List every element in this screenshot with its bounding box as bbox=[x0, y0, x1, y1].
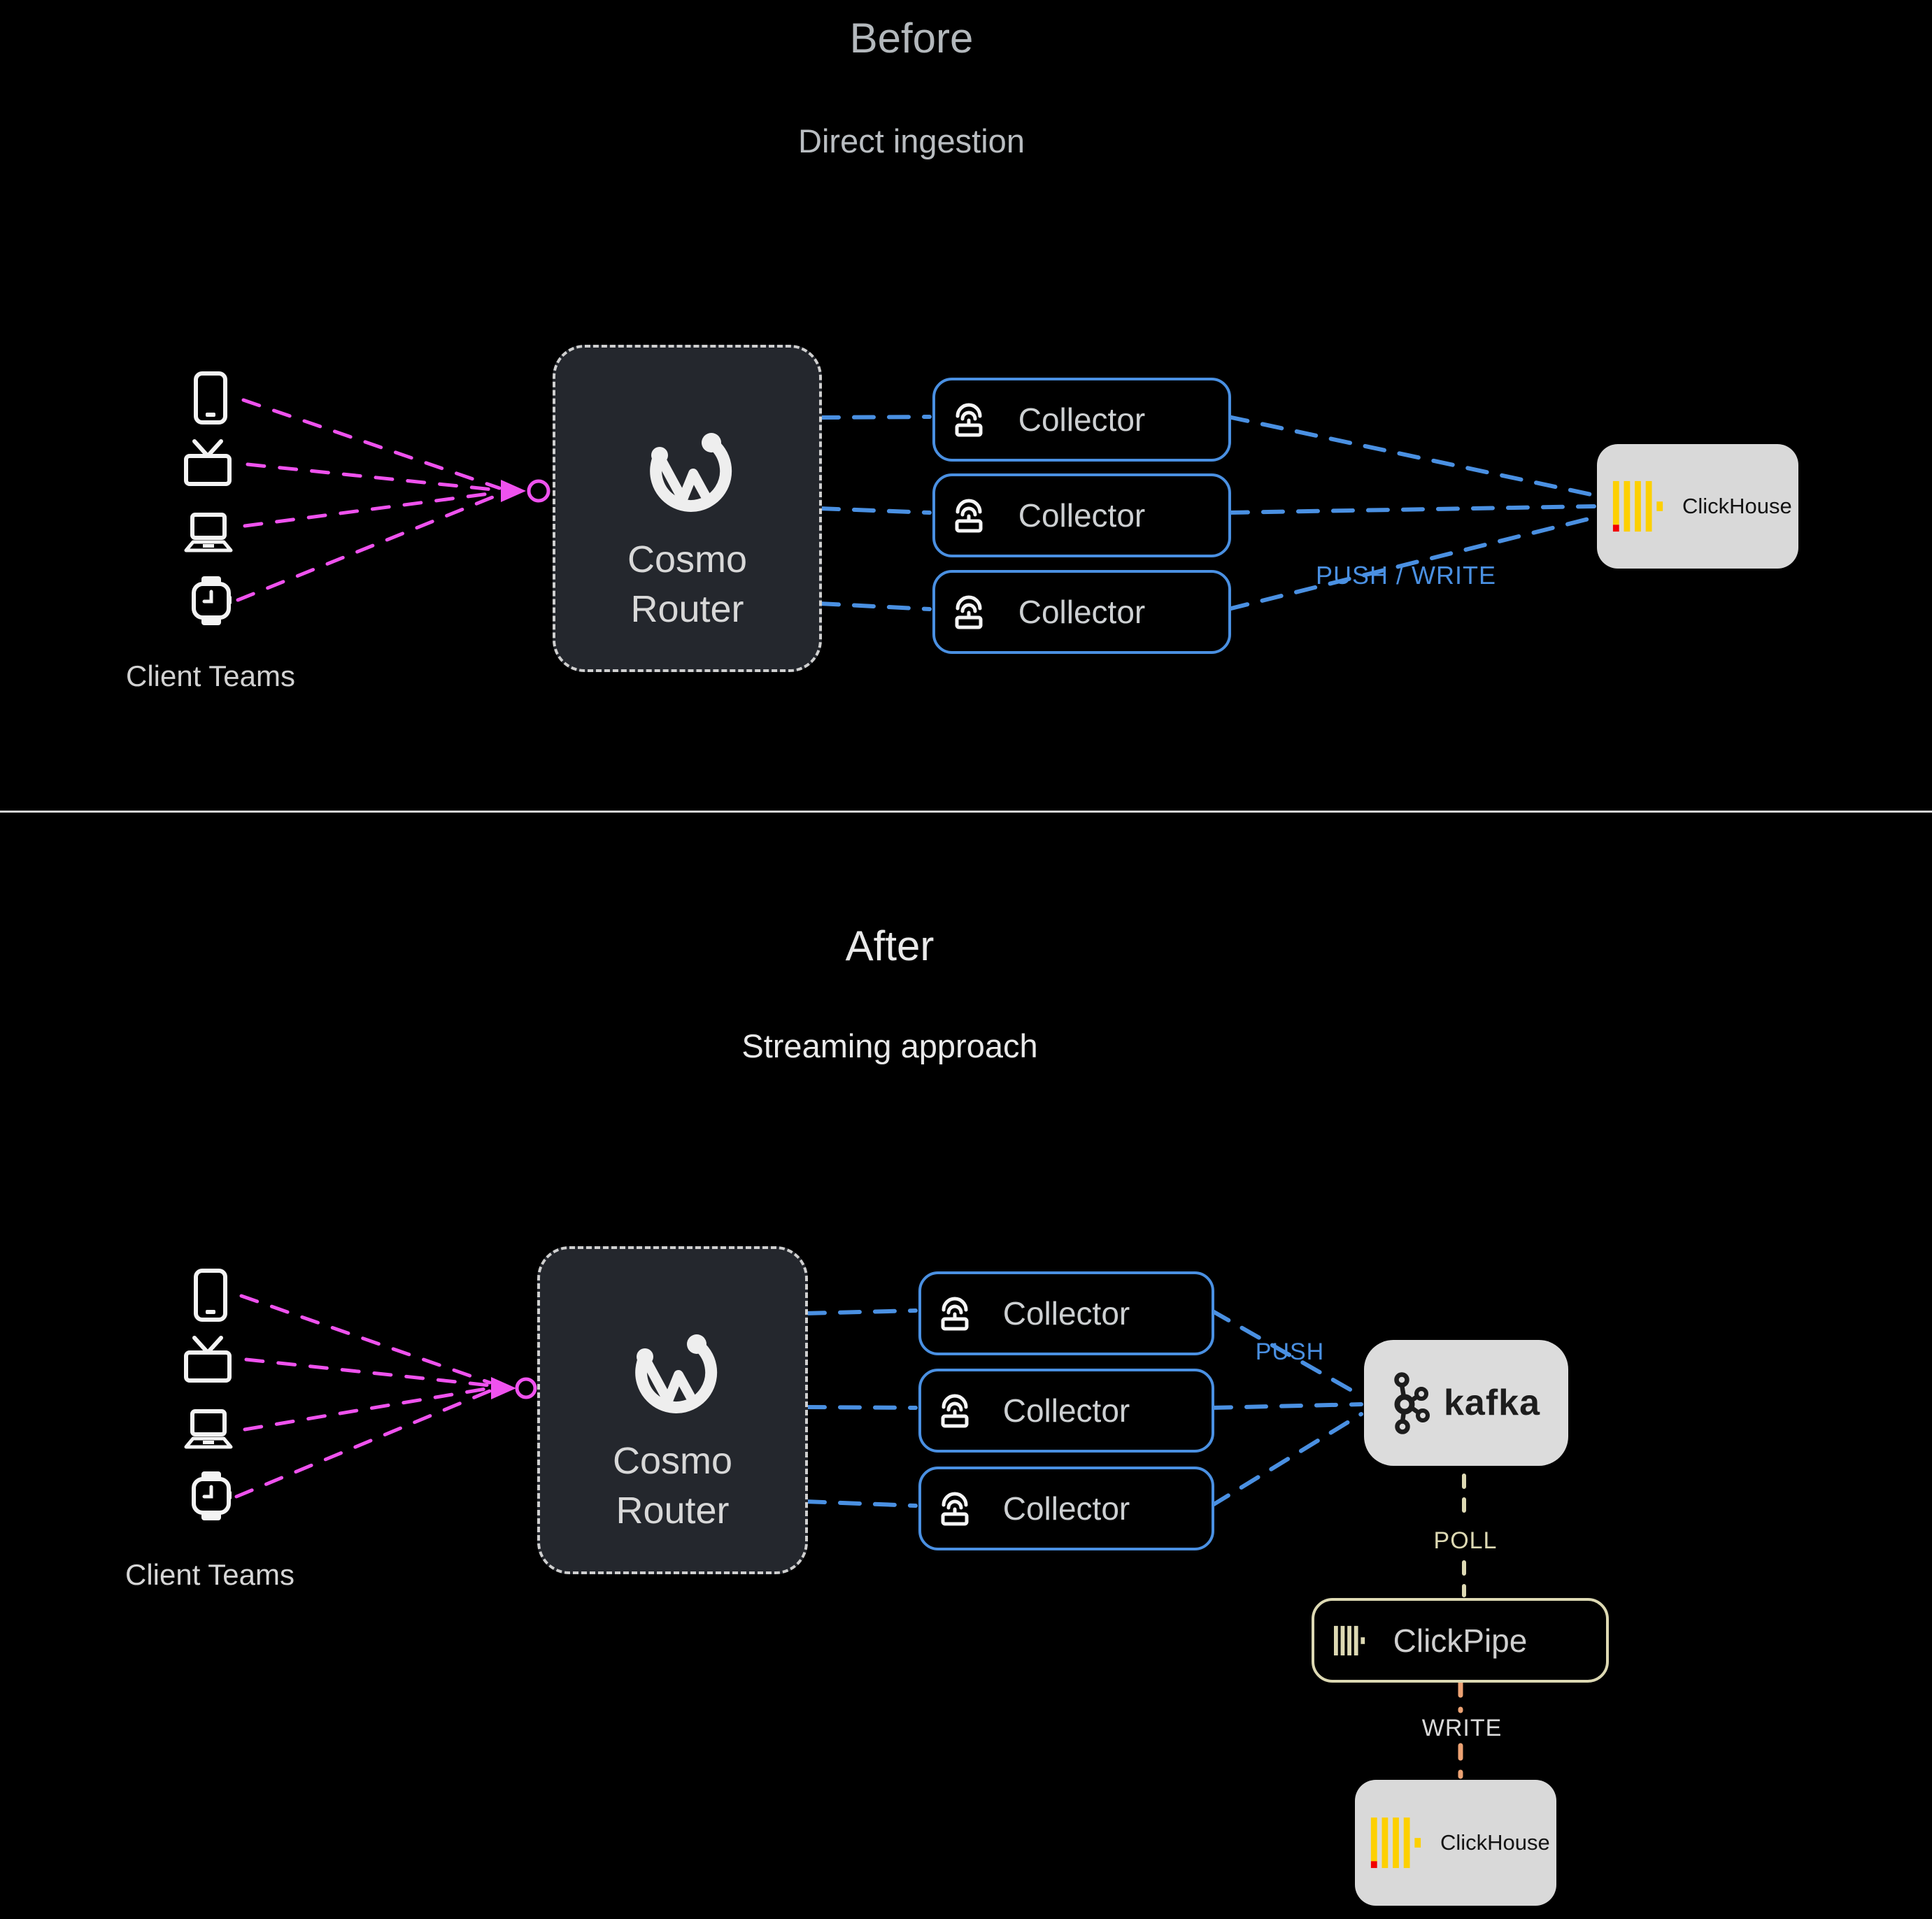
router-label: Cosmo Router bbox=[555, 535, 819, 635]
before-router-collector-edges bbox=[817, 415, 932, 611]
after-title: After bbox=[845, 922, 935, 969]
router-label: Cosmo Router bbox=[540, 1436, 805, 1536]
collector-label: Collector bbox=[1018, 401, 1146, 438]
after-collector-node-1: Collector bbox=[918, 1271, 1214, 1355]
before-client-edges bbox=[236, 398, 502, 602]
collector-label: Collector bbox=[1018, 497, 1146, 534]
after-clickhouse-node: ClickHouse bbox=[1355, 1780, 1556, 1906]
before-clickhouse-node: ClickHouse bbox=[1597, 444, 1798, 569]
clickhouse-label: ClickHouse bbox=[1440, 1830, 1550, 1855]
collector-antenna-icon bbox=[941, 1492, 969, 1526]
after-client-teams-label: Client Teams bbox=[125, 1558, 294, 1591]
kafka-logo-icon bbox=[1394, 1371, 1430, 1434]
collector-label: Collector bbox=[1002, 1392, 1130, 1429]
clickhouse-logo-icon bbox=[1612, 480, 1663, 532]
clickpipe-label: ClickPipe bbox=[1393, 1622, 1528, 1659]
laptop-icon bbox=[184, 1409, 233, 1449]
section-divider bbox=[0, 811, 1932, 813]
after-collector-node-3: Collector bbox=[918, 1467, 1214, 1550]
collector-antenna-icon bbox=[941, 1394, 969, 1428]
after-poll-label: POLL bbox=[1433, 1527, 1498, 1554]
smartphone-icon bbox=[194, 1269, 227, 1322]
before-subtitle: Direct ingestion bbox=[798, 122, 1025, 159]
collector-label: Collector bbox=[1002, 1490, 1130, 1527]
before-collector-node-2: Collector bbox=[932, 473, 1231, 557]
smartphone-icon bbox=[194, 371, 227, 425]
kafka-node: kafka bbox=[1364, 1340, 1568, 1466]
after-cosmo-router-node: Cosmo Router bbox=[537, 1246, 808, 1574]
before-title: Before bbox=[849, 15, 974, 62]
smartwatch-icon bbox=[192, 576, 232, 625]
after-subtitle: Streaming approach bbox=[741, 1027, 1038, 1064]
kafka-label: kafka bbox=[1444, 1383, 1540, 1423]
router-label-line2: Router bbox=[616, 1490, 730, 1532]
smartwatch-icon bbox=[192, 1471, 232, 1520]
tv-icon bbox=[184, 1336, 232, 1383]
before-push-write-label: PUSH / WRITE bbox=[1315, 561, 1497, 590]
clickhouse-label: ClickHouse bbox=[1682, 494, 1792, 518]
cosmo-logo-icon bbox=[649, 433, 732, 512]
collector-antenna-icon bbox=[955, 499, 983, 533]
cosmo-logo-icon bbox=[634, 1334, 717, 1413]
before-collector-clickhouse-edges bbox=[1226, 415, 1596, 611]
after-loop-icon bbox=[515, 1377, 537, 1399]
router-label-line2: Router bbox=[630, 588, 744, 631]
before-collector-node-3: Collector bbox=[932, 570, 1231, 654]
after-arrowhead-icon bbox=[491, 1377, 516, 1399]
router-label-line1: Cosmo bbox=[627, 538, 748, 580]
router-label-line1: Cosmo bbox=[612, 1440, 733, 1482]
before-loop-icon bbox=[527, 479, 551, 503]
tv-icon bbox=[184, 439, 232, 486]
after-push-label: PUSH bbox=[1255, 1339, 1325, 1365]
before-arrowhead-icon bbox=[501, 480, 526, 502]
collector-antenna-icon bbox=[955, 403, 983, 437]
before-cosmo-router-node: Cosmo Router bbox=[553, 345, 822, 672]
before-collector-node-1: Collector bbox=[932, 378, 1231, 462]
laptop-icon bbox=[184, 513, 233, 552]
clickpipe-node: ClickPipe bbox=[1312, 1598, 1609, 1683]
after-router-collector-edges bbox=[803, 1308, 918, 1508]
after-client-edges bbox=[234, 1294, 492, 1499]
collector-antenna-icon bbox=[941, 1297, 969, 1331]
after-collector-kafka-edges bbox=[1209, 1308, 1363, 1508]
collector-label: Collector bbox=[1002, 1295, 1130, 1332]
after-collector-node-2: Collector bbox=[918, 1369, 1214, 1453]
clickhouse-logo-icon bbox=[1370, 1817, 1421, 1869]
after-write-label: WRITE bbox=[1421, 1715, 1503, 1741]
collector-antenna-icon bbox=[955, 595, 983, 629]
collector-label: Collector bbox=[1018, 594, 1146, 630]
clickpipe-bars-icon bbox=[1334, 1625, 1365, 1655]
before-client-teams-label: Client Teams bbox=[126, 659, 295, 692]
